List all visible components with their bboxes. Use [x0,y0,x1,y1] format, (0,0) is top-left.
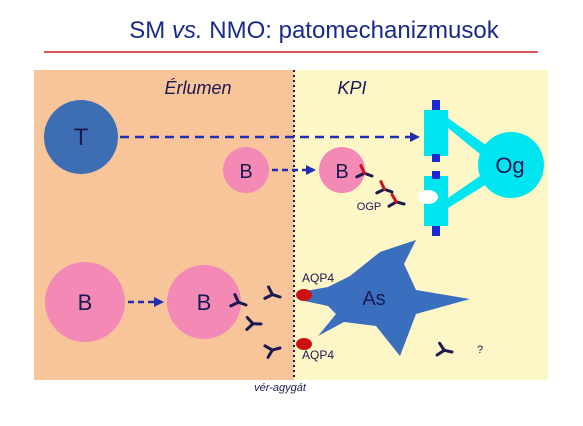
b-cell-label: B [335,161,348,183]
t-cell-label: T [74,124,89,151]
b-cell-label: B [239,161,252,183]
unknown-marker-label: ? [477,344,483,356]
cns-region [294,70,548,380]
t-cell [44,100,118,174]
b-cell-cns [319,147,365,193]
aqp4-label-top: AQP4 [302,271,334,285]
oligodendrocyte-marker [432,226,440,236]
blood-lumen-label: Érlumen [164,78,231,98]
b-cell-blood-upper [223,147,269,193]
b-cell-blood-lower-left [45,262,125,342]
barrier-label: vér-agygát [254,382,307,394]
astrocyte-label: As [362,288,385,310]
ogp-label: OGP [357,201,381,213]
oligodendrocyte-marker [432,100,440,110]
oligodendrocyte: Og [418,100,544,236]
oligodendrocyte-marker [432,154,440,162]
slide-title: SM vs. NMO: patomechanizmusok [129,17,499,44]
b-cell-label: B [197,290,212,315]
aqp4-label-bottom: AQP4 [302,348,334,362]
b-cell-label: B [78,290,93,315]
aqp4-channel [296,289,312,301]
cns-label: KPI [337,78,366,98]
aqp4-channel [296,338,312,350]
b-cell-blood-lower-right [167,265,241,339]
astrocyte: As [300,240,470,356]
oligodendrocyte-label: Og [495,153,524,178]
oligodendrocyte-marker [432,171,440,179]
